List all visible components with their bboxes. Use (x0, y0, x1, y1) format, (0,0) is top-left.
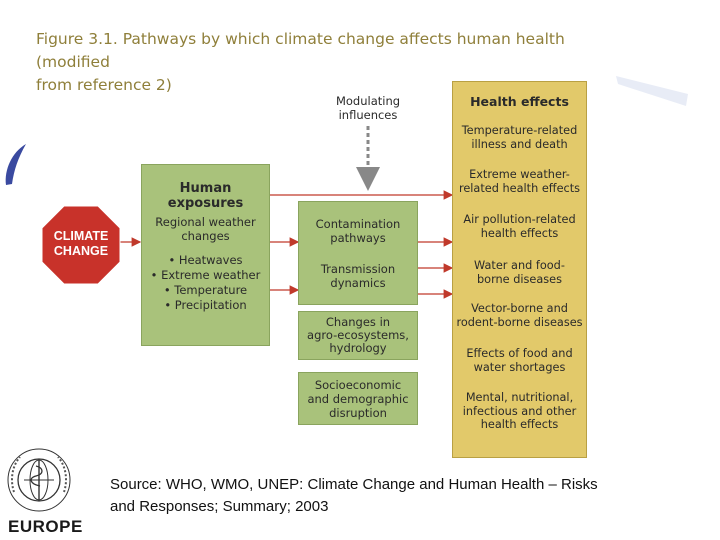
health-item-air-pollution: Air pollution-related health effects (453, 213, 586, 240)
human-exposures-box: Human exposures Regional weather changes… (141, 164, 270, 346)
health-item-6-line2: infectious and other (462, 404, 577, 418)
pathways-box: Contamination pathways Transmission dyna… (298, 201, 418, 305)
bullet-precipitation: • Precipitation (164, 298, 247, 312)
exposures-title-line2: exposures (167, 196, 244, 211)
agro-ecosystems-text: Changes in agro-ecosystems, hydrology (307, 316, 409, 355)
transmission-dynamics: Transmission dynamics (321, 262, 395, 290)
transmission-line1: Transmission (320, 261, 396, 276)
exposures-bullets: • Heatwaves • Extreme weather • Temperat… (151, 253, 261, 313)
contamination-pathways: Contamination pathways (316, 217, 401, 245)
transmission-line2: dynamics (330, 275, 386, 290)
health-item-water-food: Water and food- borne diseases (453, 259, 586, 286)
climate-change-stop-sign: CLIMATE CHANGE (41, 205, 121, 285)
blue-swoosh-left (5, 144, 26, 185)
bullet-extreme-weather: • Extreme weather (150, 268, 261, 282)
socio-line2: and demographic (307, 391, 409, 406)
bullet-temperature: • Temperature (163, 283, 248, 297)
modulating-line2: influences (338, 108, 398, 122)
health-item-3-line2: borne diseases (476, 272, 563, 286)
agro-line2: agro-ecosystems, (307, 328, 409, 342)
contamination-line1: Contamination (315, 216, 401, 231)
health-item-4-line1: Vector-borne and (471, 302, 568, 315)
agro-ecosystems-box: Changes in agro-ecosystems, hydrology (298, 311, 418, 360)
health-item-extreme-weather: Extreme weather- related health effects (453, 168, 586, 195)
health-item-5-line2: water shortages (473, 360, 566, 374)
health-item-6-line1: Mental, nutritional, (465, 391, 574, 404)
climate-label-line1: CLIMATE (53, 229, 109, 243)
health-item-1-line2: related health effects (458, 181, 581, 195)
socioeconomic-text: Socioeconomic and demographic disruption (307, 378, 408, 420)
health-item-0-line1: Temperature-related (461, 124, 578, 137)
source-citation: Source: WHO, WMO, UNEP: Climate Change a… (110, 474, 710, 518)
bullet-heatwaves: • Heatwaves (168, 253, 243, 267)
health-item-2-line2: health effects (480, 226, 559, 240)
who-europe-label: EUROPE (8, 517, 83, 536)
agro-line3: hydrology (329, 341, 387, 355)
agro-line1: Changes in (325, 315, 391, 329)
source-line2: and Responses; Summary; 2003 (110, 498, 329, 515)
health-item-5-line1: Effects of food and (466, 347, 573, 360)
socio-line1: Socioeconomic (314, 377, 402, 392)
exposures-sub-line1: Regional weather (155, 215, 256, 229)
socioeconomic-box: Socioeconomic and demographic disruption (298, 372, 418, 425)
exposures-sub-line2: changes (181, 229, 230, 243)
health-item-6-line3: health effects (480, 418, 559, 431)
contamination-line2: pathways (330, 230, 386, 245)
health-item-3-line1: Water and food- (474, 259, 565, 272)
climate-label-line2: CHANGE (53, 244, 109, 258)
blue-swoosh-right (616, 76, 688, 106)
health-effects-title: Health effects (470, 94, 569, 109)
modulating-line1: Modulating (335, 94, 401, 108)
exposures-title-line1: Human (179, 181, 232, 196)
modulating-influences-label: Modulating influences (325, 94, 411, 122)
health-item-food-water-shortages: Effects of food and water shortages (453, 347, 586, 374)
health-item-temperature: Temperature-related illness and death (453, 124, 586, 151)
figure-title-line2: from reference 2) (36, 76, 172, 94)
health-item-4-line2: rodent-borne diseases (456, 315, 583, 329)
figure-title-line1: Figure 3.1. Pathways by which climate ch… (36, 30, 565, 71)
socio-line3: disruption (329, 405, 387, 420)
who-logo (4, 440, 74, 516)
health-item-0-line2: illness and death (471, 137, 568, 151)
who-emblem-icon (7, 448, 71, 512)
figure-title: Figure 3.1. Pathways by which climate ch… (36, 28, 636, 97)
health-effects-box: Health effects Temperature-related illne… (452, 81, 587, 458)
health-item-mental-nutritional: Mental, nutritional, infectious and othe… (453, 391, 586, 432)
health-item-2-line1: Air pollution-related (463, 213, 576, 226)
health-item-1-line1: Extreme weather- (469, 168, 570, 181)
exposures-subtitle: Regional weather changes (155, 215, 255, 243)
health-item-vector-borne: Vector-borne and rodent-borne diseases (453, 302, 586, 329)
exposures-title: Human exposures (168, 181, 243, 211)
source-line1: Source: WHO, WMO, UNEP: Climate Change a… (110, 476, 598, 493)
